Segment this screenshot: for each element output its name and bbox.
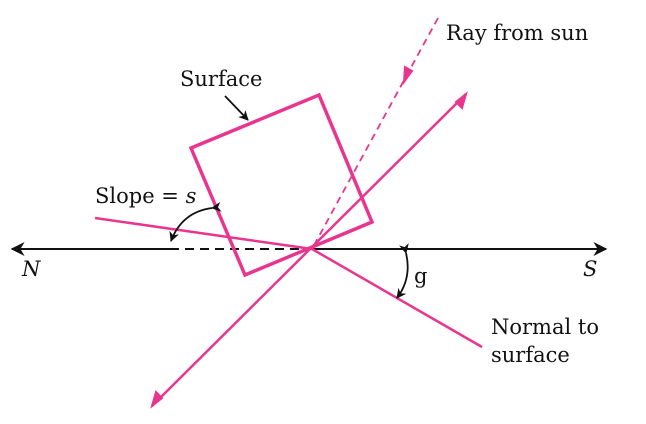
normal-label-line2: surface	[491, 343, 570, 367]
normal-label-line1: Normal to	[491, 315, 599, 339]
surface-label: Surface	[180, 67, 262, 91]
gamma-angle-arc	[396, 243, 409, 299]
ray-from-sun-arrowhead	[402, 65, 414, 86]
incident-ray-arrowhead-upper	[454, 91, 468, 110]
incident-ray-arrowhead-lower	[150, 390, 164, 409]
gamma-label: g	[414, 264, 427, 288]
incident-ray-line	[151, 93, 467, 407]
ray-from-sun-dashed	[311, 17, 439, 250]
south-label: S	[583, 257, 597, 281]
slope-angle-arc	[169, 201, 222, 242]
surface-plane-line	[94, 216, 313, 251]
slope-label: Slope = s	[95, 184, 197, 208]
slope-variable: s	[186, 184, 197, 208]
surface-square	[188, 92, 375, 278]
north-label: N	[21, 257, 41, 281]
surface-pointer-arrow	[224, 95, 249, 121]
ray-from-sun-label: Ray from sun	[446, 21, 588, 45]
slope-label-prefix: Slope =	[95, 184, 186, 208]
